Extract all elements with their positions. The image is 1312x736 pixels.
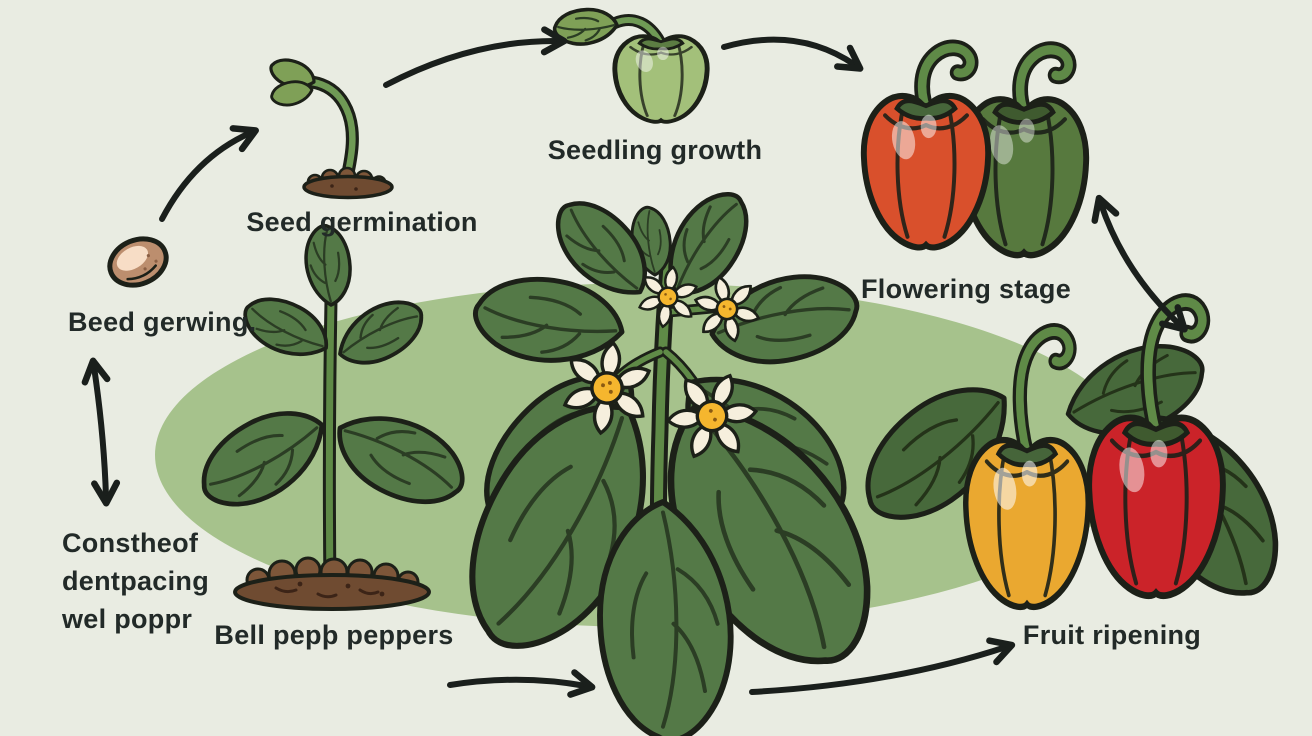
label-seed: Beed gerwing. <box>68 307 257 337</box>
sprout-illustration <box>265 52 394 200</box>
side-note-line-2: dentpacing <box>62 566 210 596</box>
label-seedling-growth: Seedling growth <box>547 135 763 165</box>
seedling-pepper-body <box>615 36 707 122</box>
arrow-seedling-to-flowering <box>721 36 864 72</box>
young-stem <box>325 296 335 592</box>
flowering-plant-illustration <box>430 180 904 736</box>
arrow-bottom-left <box>447 669 596 698</box>
side-note-line-1: Constheof <box>62 528 199 558</box>
stage-ellipse <box>155 283 1135 627</box>
label-seed-germination: Seed germination <box>246 207 478 237</box>
seedling-pepper-illustration <box>552 6 707 122</box>
label-bell-peppers: Bell pepþ peppers <box>214 620 454 650</box>
flower-icon <box>655 358 768 473</box>
blossoms <box>558 262 769 473</box>
arrow-plant-to-fruit <box>749 637 1016 695</box>
side-note-line-3: wel poppr <box>62 604 193 634</box>
double-arrow-flowering-fruit <box>1091 194 1188 333</box>
label-fruit-ripening: Fruit ripening <box>1022 620 1202 650</box>
soil-mound <box>233 556 431 611</box>
arrow-seed-to-germination <box>159 125 259 222</box>
flower-icon <box>634 262 702 332</box>
double-arrow-left <box>81 357 121 507</box>
flower-icon <box>689 270 766 349</box>
flow-arrows <box>81 26 1188 698</box>
label-side-note: Constheof dentpacing wel poppr <box>62 524 209 638</box>
flower-icon <box>558 337 657 439</box>
arrow-germination-to-seedling <box>383 26 568 88</box>
sprout-soil <box>302 166 394 200</box>
seed-illustration <box>107 236 169 288</box>
young-plant-illustration <box>187 222 476 611</box>
label-flowering-stage: Flowering stage <box>860 274 1072 304</box>
